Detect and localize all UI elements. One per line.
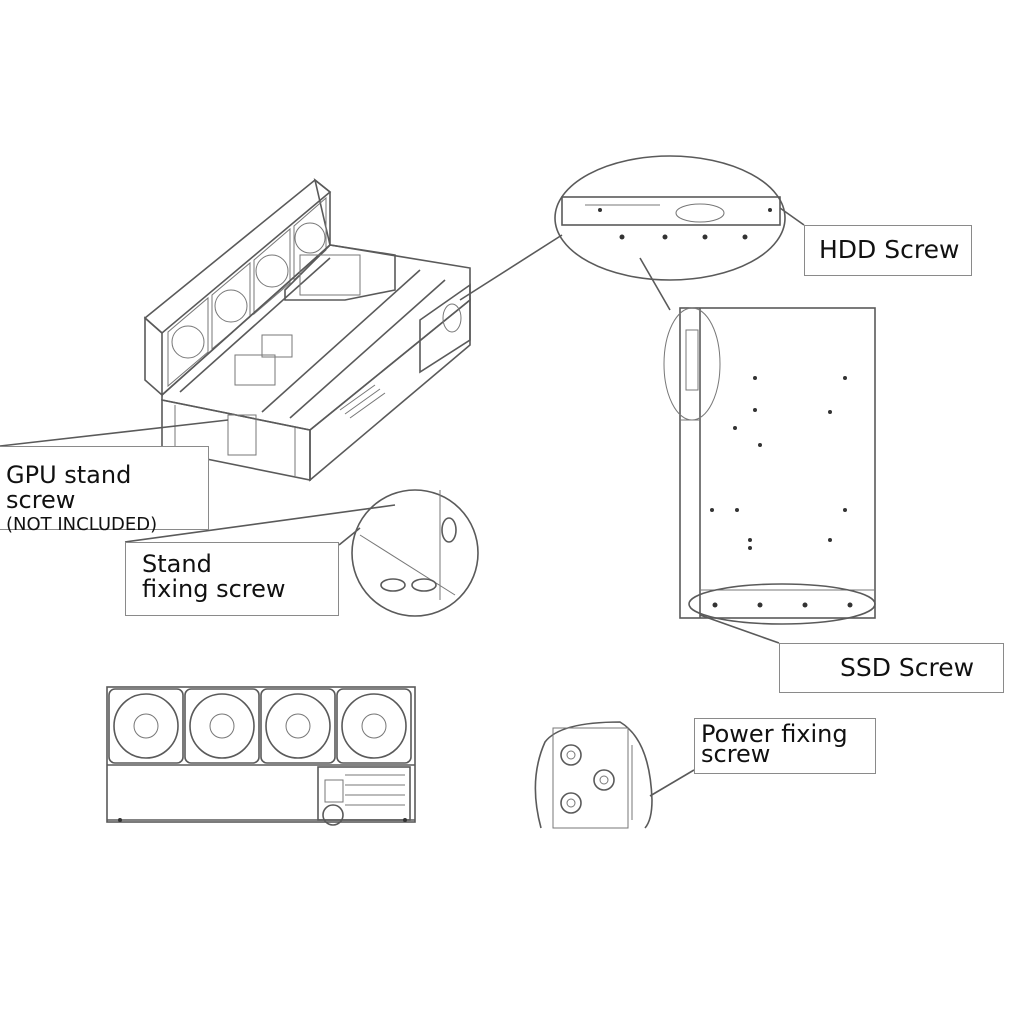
ssd-screw-text: SSD Screw <box>840 653 975 682</box>
stand-fixing-screw-line1: Stand <box>142 550 212 578</box>
power-fixing-screw-line2: screw <box>701 740 771 769</box>
gpu-stand-screw-label: GPU stand screw (NOT INCLUDED) <box>0 446 209 534</box>
hdd-screw-text: HDD Screw <box>819 235 960 264</box>
gpu-stand-screw-note: (NOT INCLUDED) <box>6 514 158 536</box>
hdd-screw-zoom <box>554 155 786 281</box>
ssd-screw-label: SSD Screw <box>779 643 1004 693</box>
power-fixing-screw-line1: Power fixing <box>701 720 848 748</box>
power-fixing-screw-label: Power fixing screw <box>694 718 876 774</box>
gpu-stand-screw-text: GPU stand screw <box>6 461 132 515</box>
fan-icons-rear <box>167 196 327 388</box>
fan-icons-front <box>108 688 412 764</box>
callout-lines <box>0 207 805 797</box>
stand-fixing-zoom <box>351 489 479 617</box>
isometric-case-drawing <box>143 177 471 482</box>
stand-fixing-screw-line2: fixing screw <box>142 575 286 604</box>
stand-fixing-screw-label: Stand fixing screw <box>125 542 339 616</box>
side-panel-drawing <box>663 307 876 625</box>
power-fixing-zoom <box>534 721 653 829</box>
hdd-screw-label: HDD Screw <box>804 225 972 276</box>
front-view-drawing <box>106 686 416 826</box>
